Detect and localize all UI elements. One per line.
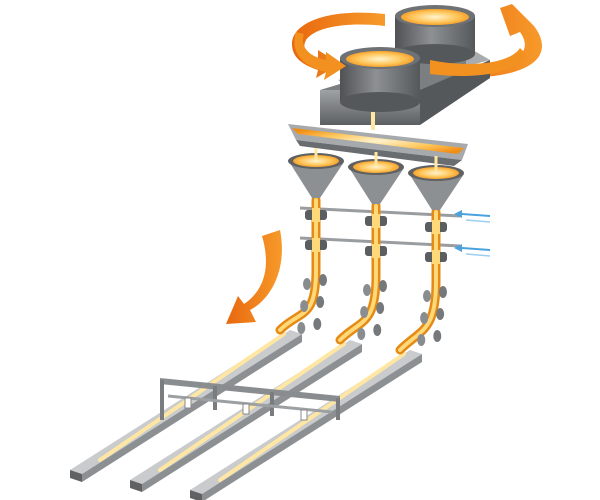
mold-molten [413, 167, 459, 179]
bed-end [190, 490, 202, 500]
collar-glow [372, 214, 380, 228]
support-roller [373, 324, 382, 336]
support-roller [378, 280, 387, 292]
bed-end [70, 470, 82, 482]
collar-glow [432, 220, 440, 234]
support-roller [438, 286, 447, 298]
mold-pour-stream [374, 152, 378, 166]
support-roller [376, 302, 385, 314]
mold-pour-stream [314, 148, 318, 160]
support-roller [297, 322, 306, 334]
collar-glow [312, 238, 320, 252]
support-roller [313, 318, 322, 330]
mold-funnel [408, 172, 464, 210]
collar-glow [372, 244, 380, 258]
slab-glow [158, 342, 346, 472]
support-roller [357, 328, 366, 340]
runout-bed-3 [190, 350, 422, 500]
bed-end [130, 480, 142, 492]
ladle-front [340, 47, 420, 112]
cutting-torch [300, 409, 308, 421]
mold-pour-stream [434, 156, 438, 172]
mold-molten [353, 161, 399, 173]
support-roller [417, 334, 426, 346]
water-spray-arrows [454, 210, 491, 257]
collar-glow [432, 250, 440, 264]
strand-2 [335, 152, 404, 345]
strand-3 [395, 156, 464, 355]
support-roller [420, 312, 429, 324]
mold-molten [293, 155, 339, 167]
ladle-turret [292, 4, 542, 125]
mold-funnel [348, 166, 404, 204]
tundish [288, 124, 468, 166]
strand-core [338, 204, 378, 342]
bed-side [82, 334, 302, 482]
support-roller [436, 308, 445, 320]
support-roller [433, 330, 442, 342]
cutting-torch [184, 397, 192, 409]
strand-outer [335, 201, 381, 345]
flow-direction-arrow [226, 230, 282, 324]
strand-core [398, 210, 438, 352]
support-roller [318, 274, 327, 286]
mold-funnel [288, 160, 344, 198]
cutting-torch [242, 403, 250, 415]
support-roller [422, 290, 431, 302]
rotation-arrow-right [430, 4, 542, 77]
pour-stream [371, 112, 375, 130]
support-roller [302, 278, 311, 290]
frame-cross-bar [167, 394, 333, 414]
bed-side [142, 344, 362, 492]
strand-1 [275, 148, 344, 335]
support-roller [362, 284, 371, 296]
strand-group [70, 148, 464, 500]
strand-outer [395, 207, 441, 355]
support-roller [316, 296, 325, 308]
bed-side [202, 354, 422, 500]
collar-glow [312, 208, 320, 222]
support-roller [300, 300, 309, 312]
cutting-frame [160, 378, 340, 421]
slab-glow [218, 352, 406, 482]
frame-top-bar [160, 378, 340, 402]
support-roller [360, 306, 369, 318]
